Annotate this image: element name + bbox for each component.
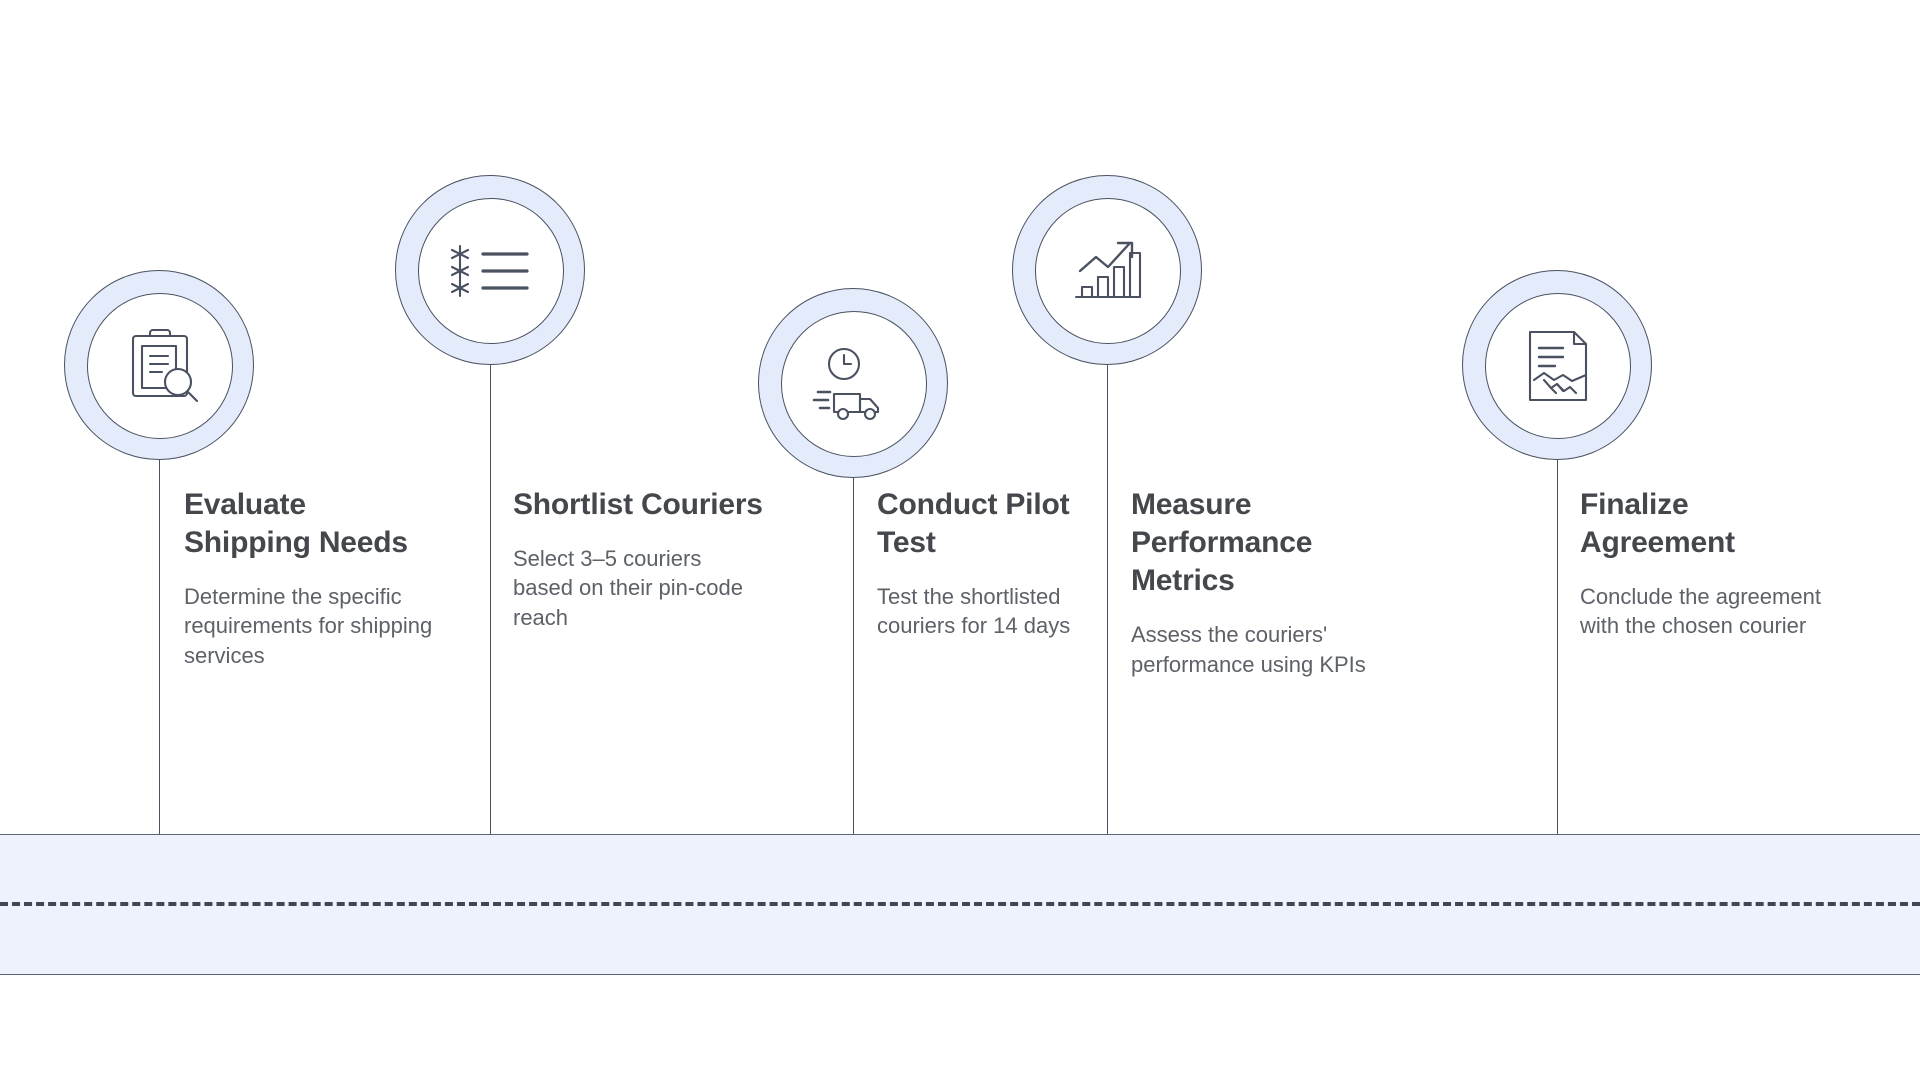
timeline-step-2[interactable]: Shortlist Couriers Select 3–5 couriers b… bbox=[395, 0, 763, 1080]
road-center-dashed-line bbox=[0, 902, 1920, 906]
step-4-description: Assess the couriers' performance using K… bbox=[1131, 622, 1366, 677]
step-4-stem bbox=[1107, 360, 1108, 905]
step-5-icon-bubble[interactable] bbox=[1462, 270, 1652, 460]
step-3-stem bbox=[853, 473, 854, 905]
contract-handshake-icon bbox=[1528, 330, 1588, 402]
clipboard-magnifier-icon bbox=[131, 328, 199, 403]
step-4-icon-circle bbox=[1035, 198, 1181, 344]
step-1-icon-circle bbox=[87, 293, 233, 439]
step-5-title: Finalize Agreement bbox=[1580, 488, 1735, 560]
step-5-icon-circle bbox=[1485, 293, 1631, 439]
timeline-step-5[interactable]: Finalize Agreement Conclude the agreemen… bbox=[1258, 0, 1821, 1080]
step-1-stem bbox=[159, 455, 160, 905]
step-2-stem bbox=[490, 360, 491, 905]
step-2-textblock: Shortlist Couriers Select 3–5 couriers b… bbox=[513, 486, 763, 632]
timeline-step-1[interactable]: Evaluate Shipping Needs Determine the sp… bbox=[64, 0, 432, 1080]
timeline-step-4[interactable]: Measure Performance Metrics Assess the c… bbox=[975, 0, 1366, 1080]
step-1-icon-bubble[interactable] bbox=[64, 270, 254, 460]
step-5-stem bbox=[1557, 455, 1558, 905]
step-3-textblock: Conduct Pilot Test Test the shortlisted … bbox=[877, 486, 1127, 641]
growth-bar-chart-icon bbox=[1074, 241, 1142, 299]
step-3-icon-bubble[interactable] bbox=[758, 288, 948, 478]
step-2-icon-bubble[interactable] bbox=[395, 175, 585, 365]
step-3-icon-circle bbox=[781, 311, 927, 457]
step-5-description: Conclude the agreement with the chosen c… bbox=[1580, 584, 1821, 639]
step-1-description: Determine the specific requirements for … bbox=[184, 584, 433, 668]
delivery-truck-clock-icon bbox=[812, 347, 880, 421]
step-1-textblock: Evaluate Shipping Needs Determine the sp… bbox=[184, 486, 434, 670]
step-5-textblock: Finalize Agreement Conclude the agreemen… bbox=[1580, 486, 1850, 641]
step-4-textblock: Measure Performance Metrics Assess the c… bbox=[1131, 486, 1381, 679]
step-4-icon-bubble[interactable] bbox=[1012, 175, 1202, 365]
step-3-description: Test the shortlisted couriers for 14 day… bbox=[877, 584, 1071, 639]
step-2-title: Shortlist Couriers bbox=[513, 488, 763, 521]
step-2-description: Select 3–5 couriers based on their pin-c… bbox=[513, 546, 743, 630]
step-1-title: Evaluate Shipping Needs bbox=[184, 488, 408, 560]
step-3-title: Conduct Pilot Test bbox=[877, 488, 1070, 560]
checklist-icon bbox=[450, 244, 529, 298]
step-2-icon-circle bbox=[418, 198, 564, 344]
timeline-step-3[interactable]: Conduct Pilot Test Test the shortlisted … bbox=[686, 0, 1070, 1080]
step-4-title: Measure Performance Metrics bbox=[1131, 488, 1313, 598]
